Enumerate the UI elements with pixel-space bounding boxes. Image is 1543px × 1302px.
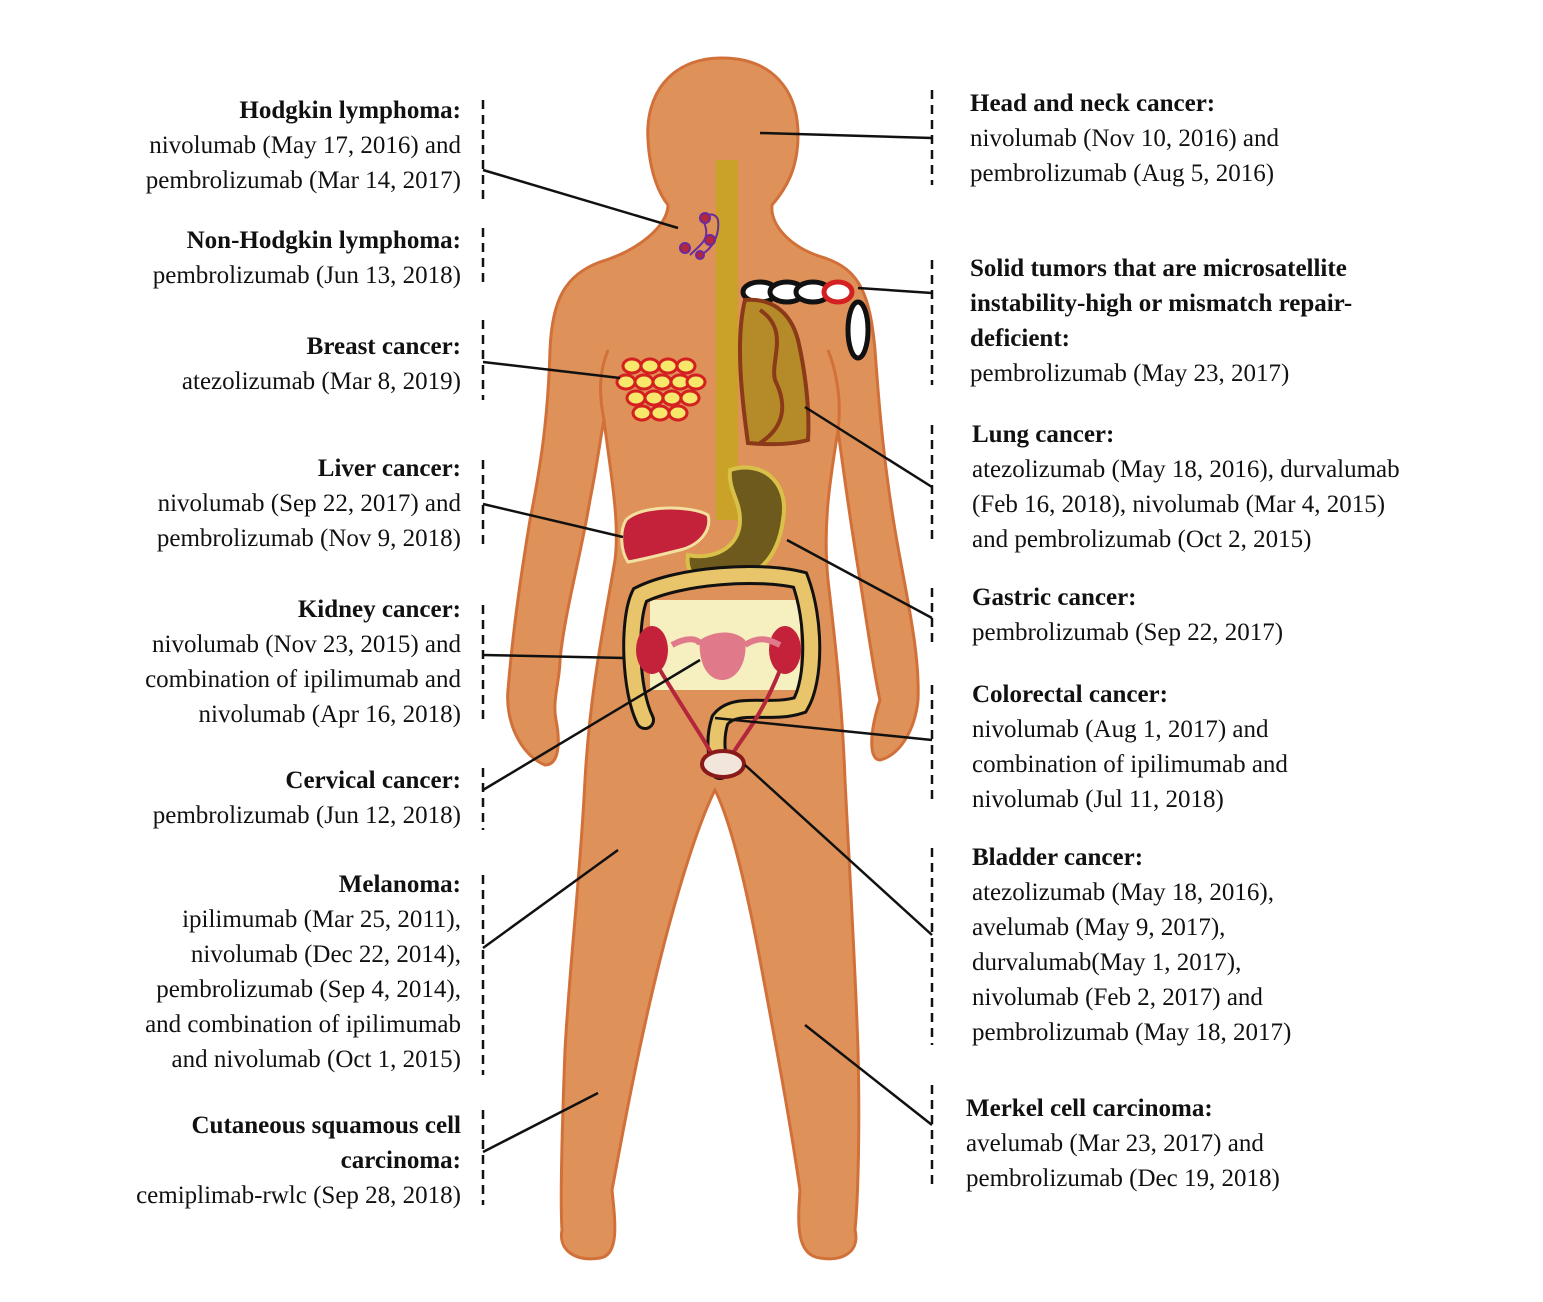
label-line: pembrolizumab (Sep 4, 2014), <box>156 976 461 1003</box>
dashed-separators <box>481 90 934 1205</box>
label-title: Solid tumors that are microsatellite <box>970 255 1347 282</box>
lung-lobe-line <box>758 308 785 445</box>
label-cervical-cancer: Cervical cancer: pembrolizumab (Jun 12, … <box>153 763 461 833</box>
label-title: carcinoma: <box>340 1147 461 1174</box>
label-title: Cervical cancer: <box>285 767 461 794</box>
label-merkel-cell-carcinoma: Merkel cell carcinoma: avelumab (Mar 23,… <box>966 1091 1280 1196</box>
label-line: pembrolizumab (May 23, 2017) <box>970 360 1290 387</box>
label-title: instability-high or mismatch repair- <box>970 290 1353 317</box>
label-line: atezolizumab (May 18, 2016), <box>972 879 1274 906</box>
label-line: pembrolizumab (Aug 5, 2016) <box>970 160 1275 187</box>
label-line: atezolizumab (May 18, 2016), durvalumab <box>972 456 1400 483</box>
uterus <box>699 632 746 680</box>
label-line: pembrolizumab (Mar 14, 2017) <box>145 167 461 194</box>
label-non-hodgkin-lymphoma: Non-Hodgkin lymphoma: pembrolizumab (Jun… <box>153 223 461 293</box>
label-head-and-neck-cancer: Head and neck cancer: nivolumab (Nov 10,… <box>970 86 1279 191</box>
label-title: Breast cancer: <box>306 333 461 360</box>
label-title: Colorectal cancer: <box>972 681 1168 708</box>
label-melanoma: Melanoma: ipilimumab (Mar 25, 2011), niv… <box>145 867 461 1077</box>
label-title: Melanoma: <box>338 871 461 898</box>
label-line: atezolizumab (Mar 8, 2019) <box>181 368 461 395</box>
label-line: and pembrolizumab (Oct 2, 2015) <box>972 526 1312 553</box>
fallopian-tubes <box>670 636 782 648</box>
label-line: pembrolizumab (Jun 13, 2018) <box>152 262 461 289</box>
label-line: ipilimumab (Mar 25, 2011), <box>182 906 461 933</box>
label-line: nivolumab (Feb 2, 2017) and <box>972 984 1263 1011</box>
label-line: and nivolumab (Oct 1, 2015) <box>171 1046 461 1073</box>
breast-tissue-icon <box>615 357 707 422</box>
label-title: Gastric cancer: <box>972 584 1137 611</box>
colon-fill <box>625 568 819 777</box>
label-breast-cancer: Breast cancer: atezolizumab (Mar 8, 2019… <box>182 329 461 399</box>
label-title: Non-Hodgkin lymphoma: <box>186 227 461 254</box>
label-line: pembrolizumab (Nov 9, 2018) <box>156 525 461 552</box>
label-line: (Feb 16, 2018), nivolumab (Mar 4, 2015) <box>972 491 1386 518</box>
label-line: nivolumab (Aug 1, 2017) and <box>972 716 1269 743</box>
label-cutaneous-squamous-cell-carcinoma: Cutaneous squamous cell carcinoma: cemip… <box>136 1108 461 1213</box>
liver <box>620 506 711 564</box>
label-gastric-cancer: Gastric cancer: pembrolizumab (Sep 22, 2… <box>972 580 1283 650</box>
label-line: pembrolizumab (Jun 12, 2018) <box>152 802 461 829</box>
label-line: nivolumab (May 17, 2016) and <box>149 132 461 159</box>
label-line: pembrolizumab (May 18, 2017) <box>972 1019 1292 1046</box>
label-line: pembrolizumab (Sep 22, 2017) <box>972 619 1284 646</box>
label-line: durvalumab(May 1, 2017), <box>972 949 1242 976</box>
label-title: Head and neck cancer: <box>970 90 1216 117</box>
label-solid-tumors-msi-high: Solid tumors that are microsatellite ins… <box>970 251 1352 391</box>
label-line: and combination of ipilimumab <box>145 1011 461 1038</box>
bladder <box>700 749 746 779</box>
label-title: Cutaneous squamous cell <box>191 1112 462 1139</box>
ureters <box>658 668 782 756</box>
kidney-left <box>636 626 668 674</box>
leader-lines <box>482 131 933 1154</box>
esophagus <box>716 160 738 520</box>
label-title: Merkel cell carcinoma: <box>966 1095 1213 1122</box>
label-lung-cancer: Lung cancer: atezolizumab (May 18, 2016)… <box>972 417 1400 557</box>
label-title: deficient: <box>970 325 1070 352</box>
label-line: pembrolizumab (Dec 19, 2018) <box>966 1165 1280 1192</box>
label-title: Liver cancer: <box>317 455 461 482</box>
label-line: nivolumab (Nov 23, 2015) and <box>152 631 461 658</box>
label-title: Lung cancer: <box>972 421 1115 448</box>
label-line: nivolumab (Sep 22, 2017) and <box>157 490 461 517</box>
label-line: cemiplimab-rwlc (Sep 28, 2018) <box>136 1182 461 1209</box>
label-line: nivolumab (Apr 16, 2018) <box>198 701 461 728</box>
label-liver-cancer: Liver cancer: nivolumab (Sep 22, 2017) a… <box>157 451 461 556</box>
label-title: Hodgkin lymphoma: <box>239 97 461 124</box>
label-line: combination of ipilimumab and <box>145 666 461 693</box>
label-line: avelumab (Mar 23, 2017) and <box>966 1130 1264 1157</box>
label-line: avelumab (May 9, 2017), <box>972 914 1226 941</box>
label-hodgkin-lymphoma: Hodgkin lymphoma: nivolumab (May 17, 201… <box>146 93 461 198</box>
label-title: Bladder cancer: <box>972 844 1144 871</box>
armpit-line-left <box>599 349 610 421</box>
label-line: nivolumab (Nov 10, 2016) and <box>970 125 1279 152</box>
label-bladder-cancer: Bladder cancer: atezolizumab (May 18, 20… <box>972 840 1291 1050</box>
label-kidney-cancer: Kidney cancer: nivolumab (Nov 23, 2015) … <box>145 592 461 732</box>
kidney-right <box>769 626 801 674</box>
dna-helix-icon <box>740 279 871 361</box>
label-line: combination of ipilimumab and <box>972 751 1288 778</box>
label-line: nivolumab (Dec 22, 2014), <box>190 941 461 968</box>
label-title: Kidney cancer: <box>297 596 461 623</box>
label-line: nivolumab (Jul 11, 2018) <box>972 786 1224 813</box>
lymph-node-icon <box>679 212 720 260</box>
label-colorectal-cancer: Colorectal cancer: nivolumab (Aug 1, 201… <box>972 677 1288 817</box>
armpit-line-right <box>826 349 841 431</box>
